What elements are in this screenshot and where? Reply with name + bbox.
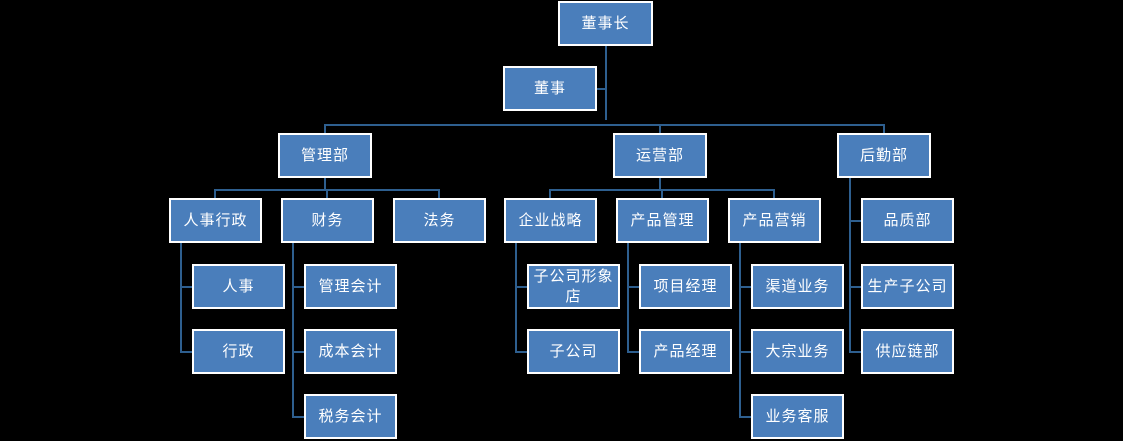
connector-finance-to-cost-accounting: [292, 351, 306, 353]
node-management-accounting[interactable]: 管理会计: [304, 264, 397, 309]
node-business-support[interactable]: 业务客服: [751, 394, 844, 439]
node-logistics-dept[interactable]: 后勤部: [837, 133, 931, 178]
node-bulk-business[interactable]: 大宗业务: [751, 329, 844, 374]
connector-strategy-to-subsidiary: [515, 351, 529, 353]
node-tax-accounting[interactable]: 税务会计: [304, 394, 397, 439]
connector-product-mgmt-to-product-manager: [627, 351, 641, 353]
connector-hr-admin-to-admin: [180, 351, 194, 353]
connector-level3-bus: [324, 124, 885, 126]
connector-management-drop-hr-admin: [214, 189, 216, 198]
connector-level3-drop-management: [324, 124, 326, 133]
connector-product-mkt-to-support: [739, 416, 753, 418]
node-operations-dept[interactable]: 运营部: [613, 133, 707, 178]
connector-product-mkt-spine: [739, 243, 741, 417]
connector-operations-stem: [659, 178, 661, 190]
node-director[interactable]: 董事: [503, 66, 597, 111]
connector-logistics-spine: [849, 178, 851, 352]
connector-management-drop-finance: [326, 189, 328, 198]
connector-hr-admin-spine: [180, 243, 182, 352]
node-corporate-strategy[interactable]: 企业战略: [504, 198, 597, 243]
node-legal[interactable]: 法务: [393, 198, 486, 243]
node-hr[interactable]: 人事: [192, 264, 285, 309]
node-project-manager[interactable]: 项目经理: [639, 264, 732, 309]
connector-strategy-spine: [515, 243, 517, 352]
connector-level3-drop-logistics: [883, 124, 885, 133]
node-subsidiary[interactable]: 子公司: [527, 329, 620, 374]
connector-finance-to-tax-accounting: [292, 416, 306, 418]
node-finance[interactable]: 财务: [281, 198, 374, 243]
node-supply-chain-dept[interactable]: 供应链部: [861, 329, 954, 374]
node-product-manager[interactable]: 产品经理: [639, 329, 732, 374]
connector-strategy-to-flagship: [515, 286, 529, 288]
node-cost-accounting[interactable]: 成本会计: [304, 329, 397, 374]
node-quality-dept[interactable]: 品质部: [861, 198, 954, 243]
node-channel-business[interactable]: 渠道业务: [751, 264, 844, 309]
connector-finance-to-mgmt-accounting: [292, 286, 306, 288]
connector-level3-drop-operations: [659, 124, 661, 133]
connector-management-stem: [324, 178, 326, 190]
connector-product-mgmt-to-project-manager: [627, 286, 641, 288]
connector-product-mkt-to-bulk: [739, 351, 753, 353]
connector-hr-admin-to-hr: [180, 286, 194, 288]
node-admin[interactable]: 行政: [192, 329, 285, 374]
connector-chairman-stem: [605, 46, 607, 120]
connector-operations-drop-product-mkt: [773, 189, 775, 198]
node-subsidiary-flagship-store[interactable]: 子公司形象店: [527, 264, 620, 309]
connector-operations-drop-strategy: [549, 189, 551, 198]
connector-finance-spine: [292, 243, 294, 417]
node-product-management[interactable]: 产品管理: [616, 198, 709, 243]
connector-product-mgmt-spine: [627, 243, 629, 352]
node-hr-admin[interactable]: 人事行政: [169, 198, 262, 243]
connector-product-mkt-to-channel: [739, 286, 753, 288]
connector-management-drop-legal: [438, 189, 440, 198]
connector-logistics-to-quality: [849, 220, 863, 222]
node-chairman[interactable]: 董事长: [558, 1, 653, 46]
node-management-dept[interactable]: 管理部: [278, 133, 372, 178]
connector-logistics-to-supply-chain: [849, 351, 863, 353]
connector-logistics-to-production-sub: [849, 286, 863, 288]
node-production-subsidiary[interactable]: 生产子公司: [861, 264, 954, 309]
connector-director-stub: [596, 88, 606, 90]
node-product-marketing[interactable]: 产品营销: [728, 198, 821, 243]
connector-operations-drop-product-mgmt: [661, 189, 663, 198]
